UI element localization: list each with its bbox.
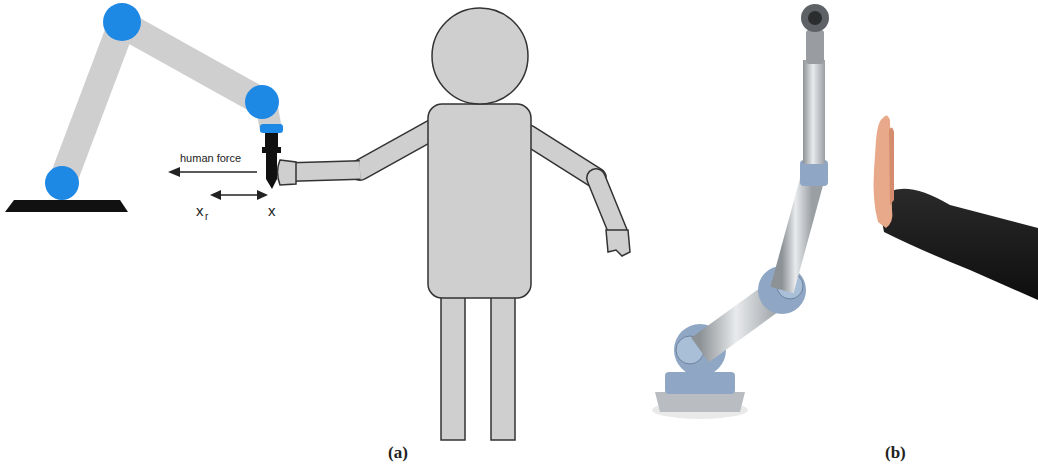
subscript-symbol: r bbox=[205, 212, 208, 222]
robot-sketch bbox=[5, 3, 283, 212]
subfigure-caption: (b) bbox=[885, 444, 906, 461]
position-symbol: x bbox=[268, 203, 276, 218]
force-arrows bbox=[168, 167, 268, 200]
force-label: human force bbox=[180, 153, 241, 164]
human-hand-photo bbox=[874, 115, 1038, 300]
subfigure-caption: (a) bbox=[388, 444, 408, 461]
position-symbol: x bbox=[196, 203, 204, 218]
human-figure bbox=[278, 8, 631, 440]
robot-photo bbox=[652, 4, 829, 419]
